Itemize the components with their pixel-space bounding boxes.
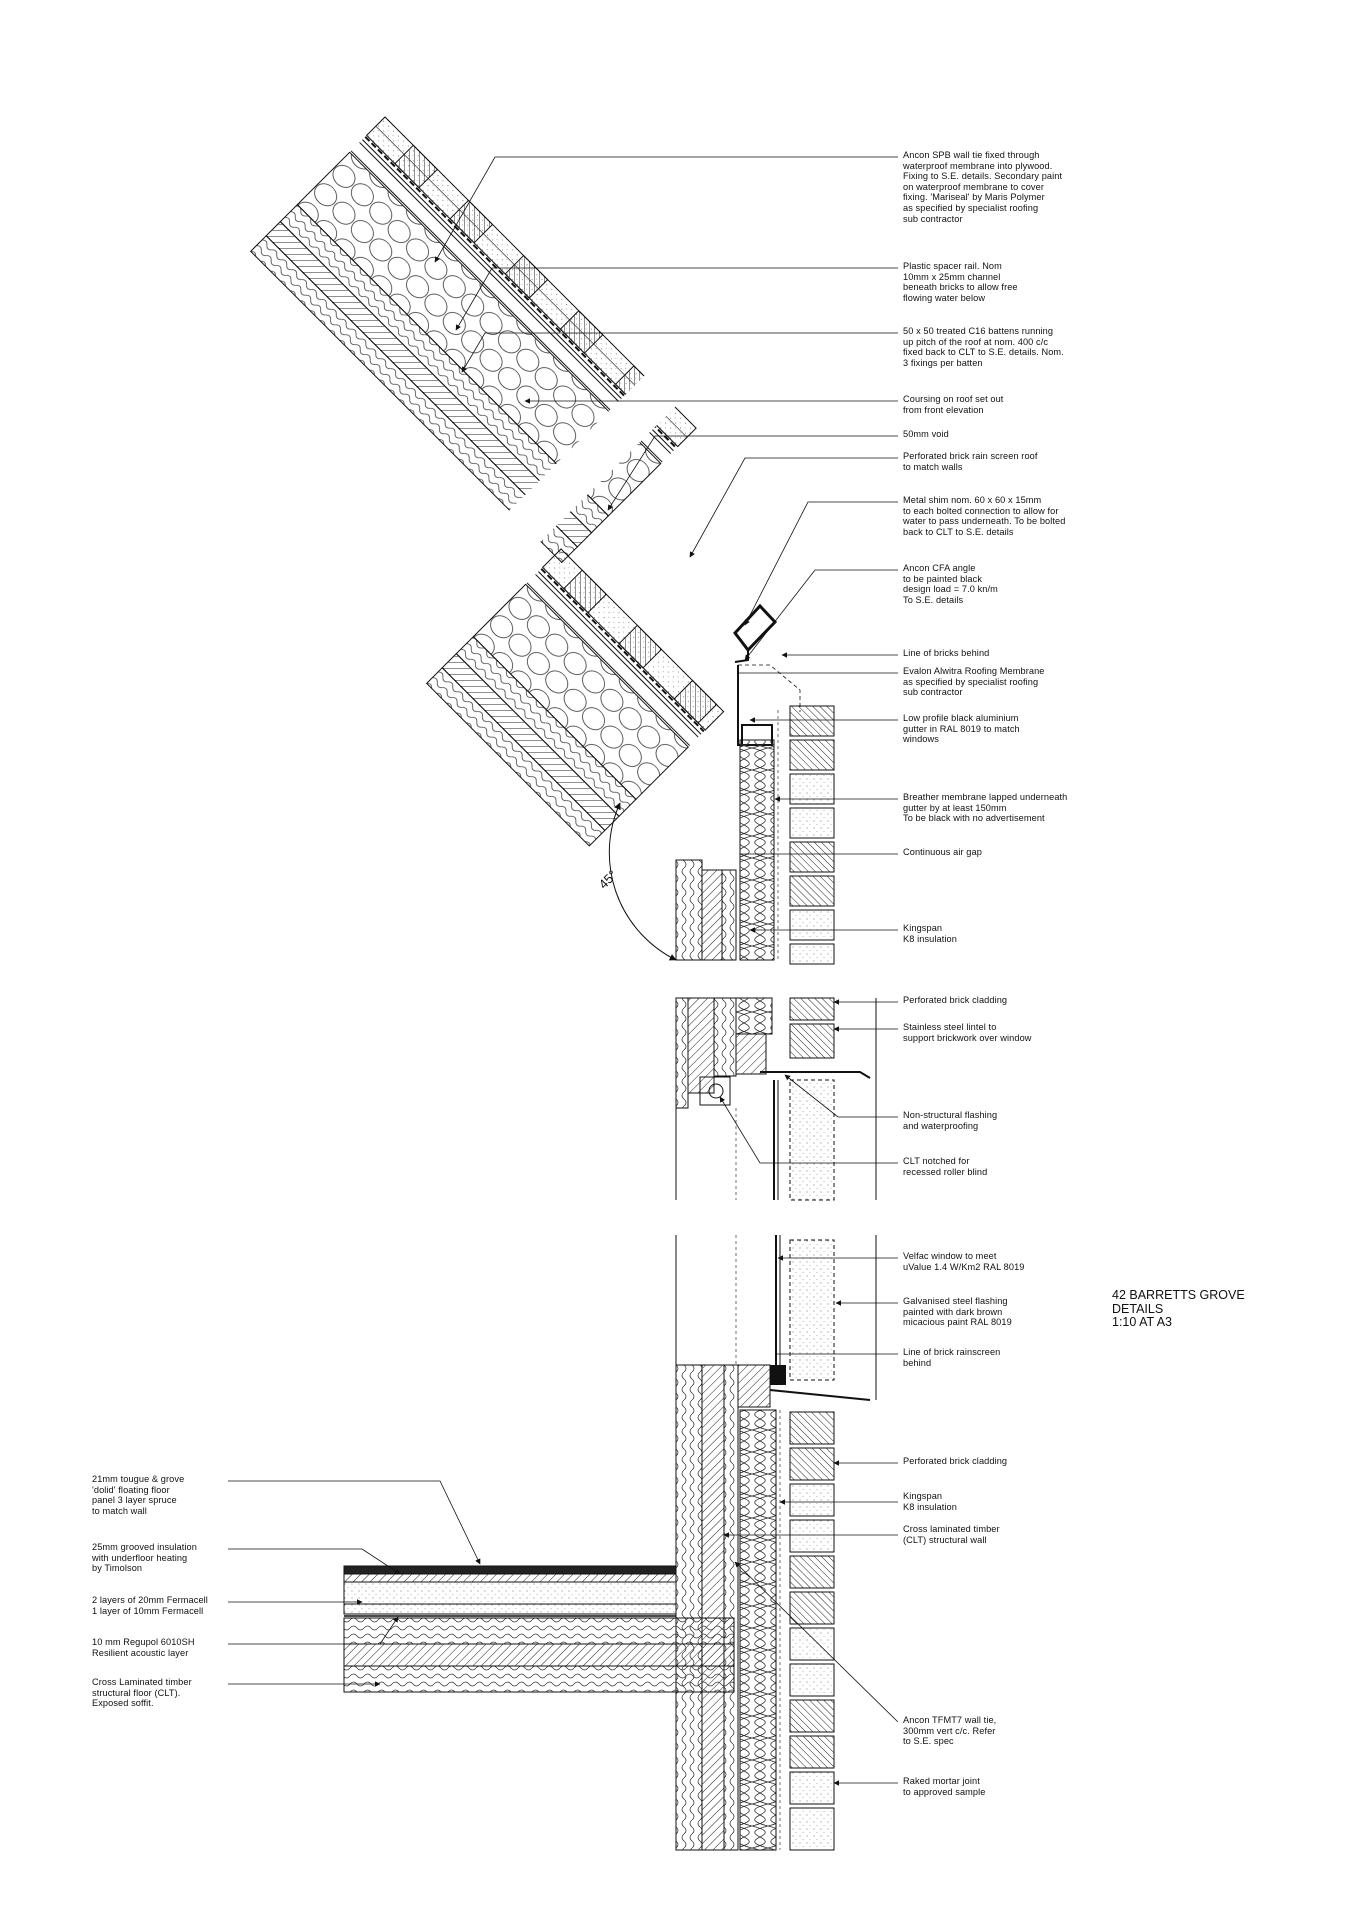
annotation-tfmt7-tie: Ancon TFMT7 wall tie, 300mm vert c/c. Re… xyxy=(903,1715,997,1747)
annotation-line-of-bricks: Line of bricks behind xyxy=(903,648,990,658)
annotation-velfac-window: Velfac window to meet uValue 1.4 W/Km2 R… xyxy=(903,1251,1025,1272)
window-head-section xyxy=(675,997,877,1201)
annotation-wall-tie: Ancon SPB wall tie fixed through waterpr… xyxy=(903,150,1063,224)
annotation-clt-floor: Cross Laminated timber structural floor … xyxy=(92,1677,192,1709)
annotation-rain-screen-roof: Perforated brick rain screen roof to mat… xyxy=(903,451,1038,472)
annotation-fermacell: 2 layers of 20mm Fermacell 1 layer of 10… xyxy=(92,1595,208,1616)
annotation-metal-shim: Metal shim nom. 60 x 60 x 15mm to each b… xyxy=(903,495,1066,537)
annotation-roofing-membrane: Evalon Alwitra Roofing Membrane as speci… xyxy=(903,666,1045,698)
annotation-battens: 50 x 50 treated C16 battens running up p… xyxy=(903,326,1064,368)
annotation-gutter: Low profile black aluminium gutter in RA… xyxy=(903,713,1020,745)
upper-wall-section xyxy=(608,705,835,965)
leader-lines-left xyxy=(228,1480,481,1687)
annotation-spacer-rail: Plastic spacer rail. Nom 10mm x 25mm cha… xyxy=(903,261,1018,303)
title-block: 42 BARRETTS GROVE DETAILS 1:10 AT A3 xyxy=(1112,1288,1245,1330)
sheet-title: DETAILS xyxy=(1112,1301,1164,1316)
scale-note: 1:10 AT A3 xyxy=(1112,1315,1173,1330)
annotation-flashing: Non-structural flashing and waterproofin… xyxy=(903,1110,998,1131)
annotation-galvanised-flashing: Galvanised steel flashing painted with d… xyxy=(903,1296,1012,1328)
project-name: 42 BARRETTS GROVE xyxy=(1112,1288,1245,1302)
annotation-mortar-joint: Raked mortar joint to approved sample xyxy=(903,1776,986,1797)
upper-brick-column xyxy=(789,705,835,965)
annotation-steel-lintel: Stainless steel lintel to support brickw… xyxy=(903,1022,1032,1043)
annotation-brick-cladding-upper: Perforated brick cladding xyxy=(903,995,1008,1005)
annotation-grooved-insulation: 25mm grooved insulation with underfloor … xyxy=(92,1542,197,1574)
floor-section xyxy=(343,1565,735,1693)
roof-section xyxy=(249,116,801,847)
annotation-regupol: 10 mm Regupol 6010SH Resilient acoustic … xyxy=(92,1637,195,1658)
annotation-cfa-angle: Ancon CFA angle to be painted black desi… xyxy=(903,563,998,605)
annotation-floating-floor: 21mm tougue & grove 'dolid' floating flo… xyxy=(92,1474,185,1516)
annotation-clt-wall: Cross laminated timber (CLT) structural … xyxy=(903,1524,1000,1545)
annotation-kingspan-lower: Kingspan K8 insulation xyxy=(903,1491,957,1512)
annotation-clt-notched: CLT notched for recessed roller blind xyxy=(903,1156,988,1177)
annotation-void: 50mm void xyxy=(903,429,949,439)
annotation-brick-rainscreen: Line of brick rainscreen behind xyxy=(903,1347,1001,1368)
annotation-coursing: Coursing on roof set out from front elev… xyxy=(903,394,1004,415)
annotation-air-gap: Continuous air gap xyxy=(903,847,982,857)
annotation-breather-membrane: Breather membrane lapped underneath gutt… xyxy=(903,792,1068,824)
lower-wall-section xyxy=(675,1235,877,1851)
leader-lines-right xyxy=(434,156,899,1786)
lower-brick-column xyxy=(789,1411,835,1851)
annotation-brick-cladding-lower: Perforated brick cladding xyxy=(903,1456,1008,1466)
annotation-kingspan-upper: Kingspan K8 insulation xyxy=(903,923,957,944)
